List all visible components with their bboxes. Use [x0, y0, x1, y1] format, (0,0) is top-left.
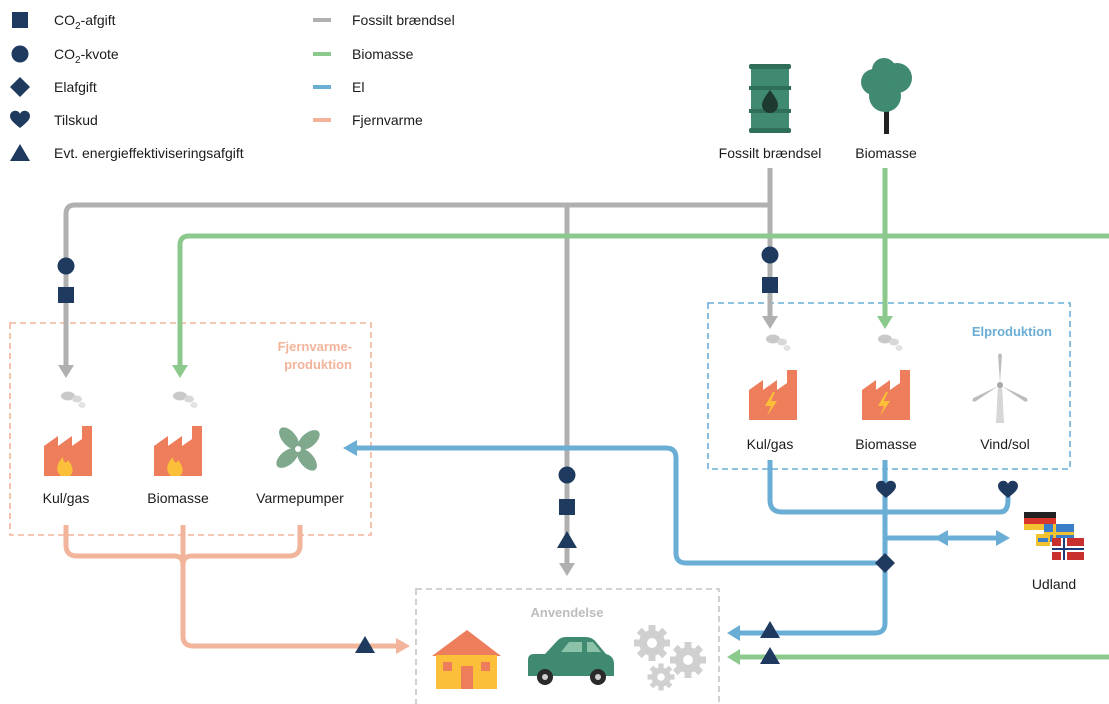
co2-tax-marker-heat [58, 287, 74, 303]
legend-label-electricity-tax: Elafgift [54, 79, 97, 95]
power-plant-label-biomass: Biomasse [855, 436, 917, 452]
biomass-tree-icon [861, 58, 912, 134]
subsidy-heart-icon [10, 110, 30, 128]
electricity-production-box [707, 302, 1071, 470]
co2-quota-marker-end-use [558, 466, 576, 484]
heat-flow-heatpump [180, 525, 303, 566]
co2-tax-marker-el [762, 277, 778, 293]
biomass-flow-to-heat [177, 233, 1109, 365]
legend-label-subsidy: Tilskud [54, 112, 98, 128]
heat-pump-fan-icon [276, 427, 320, 471]
efficiency-tax-triangle-icon [10, 144, 30, 161]
heat-plant-biomass-icon [154, 426, 202, 476]
co2-quota-circle-icon [11, 45, 29, 63]
arrow-el-abroad-out [996, 530, 1010, 546]
gear-icon [647, 663, 675, 691]
arrow-el-abroad-in [934, 530, 948, 546]
power-plant-label-kulgas: Kul/gas [747, 436, 794, 452]
source-label-biomass: Biomasse [855, 145, 917, 161]
legend-label-efficiency-tax: Evt. energieffektiviseringsafgift [54, 145, 244, 161]
wind-turbine-icon [972, 353, 1028, 423]
legend-label-co2-tax: CO2-afgift [54, 12, 116, 32]
heat-plant-coal-gas-icon [44, 426, 92, 476]
arrow-heat-end-use [396, 638, 410, 654]
flags-abroad-icon [1024, 512, 1084, 560]
end-use-box-title: Anvendelse [531, 605, 604, 620]
source-label-fossil: Fossilt brændsel [719, 145, 822, 161]
arrow-biomass-heat [172, 365, 188, 378]
district-heat-production-box [9, 322, 372, 536]
arrow-fossil-el [762, 316, 778, 329]
efficiency-tax-marker-fossil [557, 531, 577, 548]
co2-quota-marker-el [761, 246, 779, 264]
arrowheads [58, 316, 1010, 665]
subsidy-marker-wind-solar [998, 480, 1018, 498]
arrow-el-heatpump [343, 440, 357, 456]
co2-tax-marker-end-use [559, 499, 575, 515]
legend-flow-biomass: Biomasse [352, 46, 414, 62]
abroad-label: Udland [1032, 576, 1076, 592]
house-icon [432, 630, 501, 689]
arrow-fossil-end-use [559, 563, 575, 576]
co2-quota-marker-heat [57, 257, 75, 275]
co2-tax-square-icon [12, 12, 28, 28]
electricity-tax-marker [875, 553, 895, 573]
arrow-fossil-heat [58, 365, 74, 378]
gear-icon [634, 625, 670, 661]
heat-plant-label-kulgas: Kul/gas [43, 490, 90, 506]
heat-flow-kulgas [63, 525, 186, 566]
el-flow-to-heatpump [355, 445, 885, 566]
arrow-biomass-el [877, 316, 893, 329]
electricity-tax-diamond-icon [10, 77, 30, 97]
heat-flow-to-end-use [180, 525, 398, 649]
smoke-icon [61, 391, 86, 408]
el-collector-line [767, 460, 1011, 515]
power-plant-label-wind-solar: Vind/sol [980, 436, 1030, 452]
power-plant-biomass-icon [862, 370, 910, 420]
end-use-box [415, 588, 720, 704]
legend: CO2-afgift CO2-kvote Elafgift Tilskud Ev… [10, 12, 455, 161]
legend-symbols: CO2-afgift CO2-kvote Elafgift Tilskud Ev… [10, 12, 244, 161]
district-heat-box-title-1: Fjernvarme- [278, 339, 352, 354]
power-plant-coal-gas-icon [749, 370, 797, 420]
efficiency-tax-marker-el [760, 621, 780, 638]
legend-flow-district-heat: Fjernvarme [352, 112, 423, 128]
legend-label-co2-quota: CO2-kvote [54, 46, 119, 66]
district-heat-box-title-2: produktion [284, 357, 352, 372]
smoke-icon [766, 334, 791, 351]
smoke-icon [878, 334, 903, 351]
el-flow-to-end-use [738, 460, 888, 636]
fossil-fuel-barrel-icon [749, 64, 791, 133]
arrow-el-end-use [727, 625, 740, 641]
smoke-icon [173, 391, 198, 408]
legend-flow-fossil: Fossilt brændsel [352, 12, 455, 28]
fossil-flow-to-heat-kulgas [63, 168, 773, 365]
legend-flows: Fossilt brændsel Biomasse El Fjernvarme [313, 12, 455, 128]
electricity-box-title: Elproduktion [972, 324, 1052, 339]
car-icon [528, 637, 614, 685]
gears-icon [634, 625, 706, 691]
arrow-biomass-end-use [727, 649, 740, 665]
heat-plant-label-biomass: Biomasse [147, 490, 209, 506]
legend-flow-electricity: El [352, 79, 364, 95]
gear-icon [670, 642, 706, 678]
heat-plant-label-heatpump: Varmepumper [256, 490, 344, 506]
